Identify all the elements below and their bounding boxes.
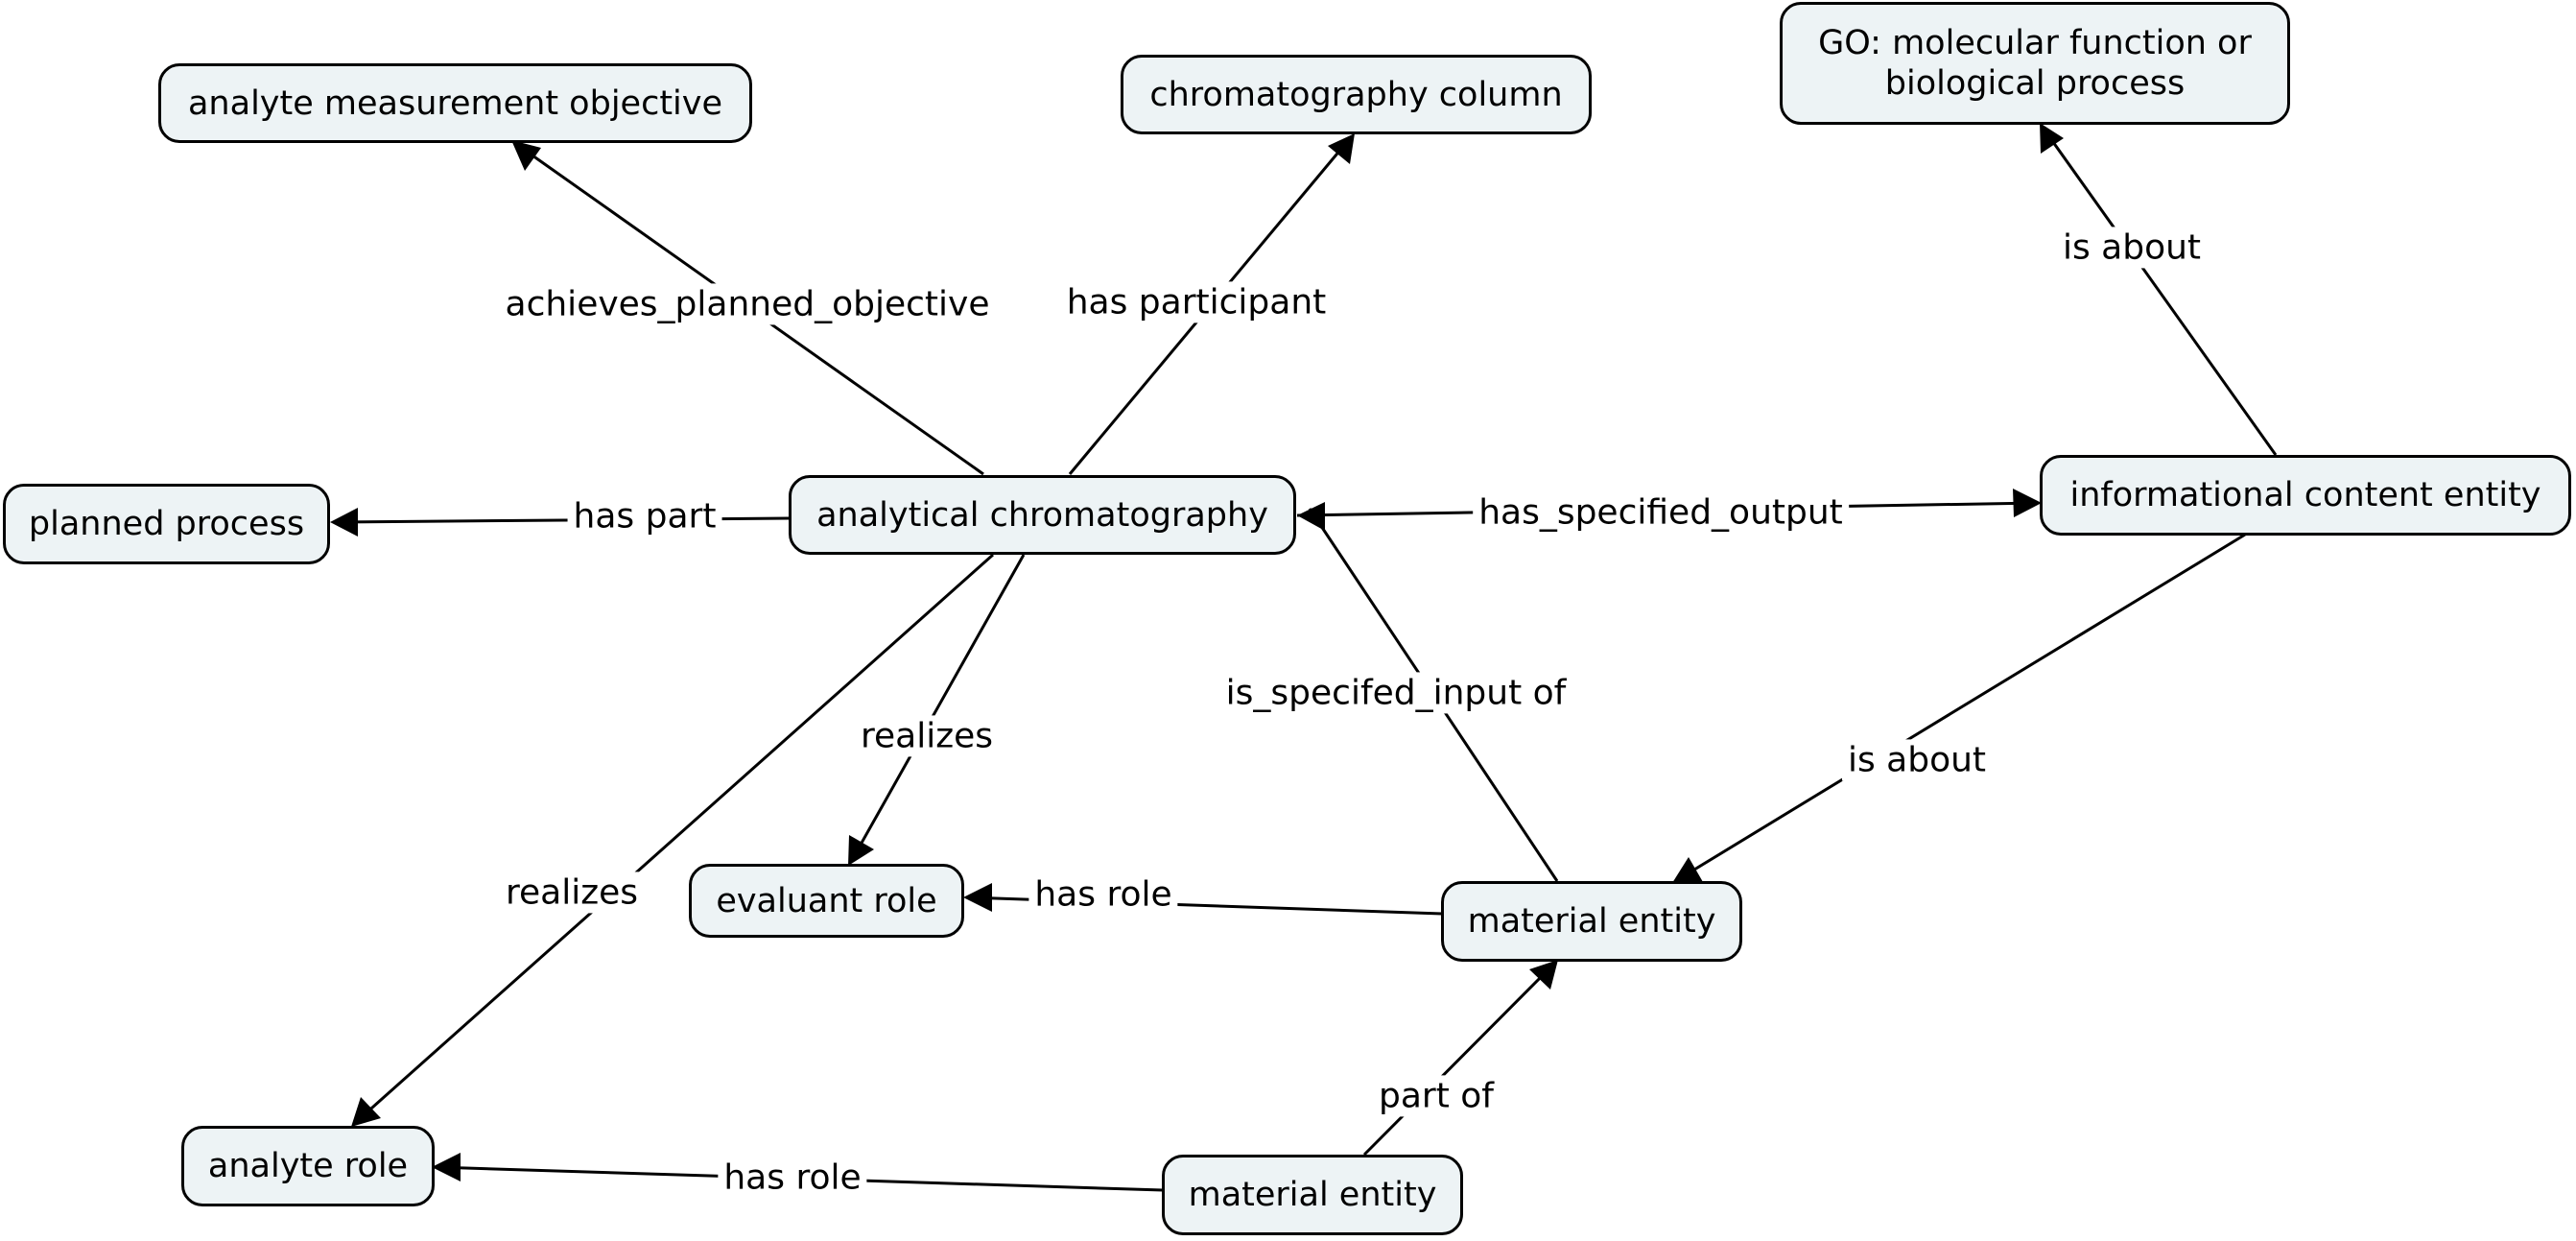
arrowhead-output (2013, 489, 2042, 517)
arrowhead-role-analyte (432, 1153, 461, 1181)
node-analytical-chromatography[interactable]: analytical chromatography (789, 475, 1296, 555)
edge-label-achieves-planned-objective: achieves_planned_objective (499, 283, 996, 325)
arrowhead-analyte (351, 1097, 381, 1127)
node-analyte-measurement-objective[interactable]: analyte measurement objective (158, 63, 752, 143)
edge-label-is-about-go: is about (2056, 227, 2208, 269)
node-material-entity-2[interactable]: material entity (1162, 1155, 1463, 1235)
node-evaluant-role[interactable]: evaluant role (689, 864, 964, 938)
edge-label-realizes-evaluant: realizes (854, 715, 1000, 757)
node-material-entity-1[interactable]: material entity (1441, 881, 1742, 962)
node-planned-process[interactable]: planned process (3, 484, 330, 564)
node-analyte-role[interactable]: analyte role (181, 1126, 435, 1206)
node-informational-content-entity[interactable]: informational content entity (2040, 455, 2571, 536)
arrowhead-objective (511, 140, 541, 171)
arrowhead-planned-process (330, 508, 358, 537)
edge-label-has-role-analyte: has role (718, 1157, 867, 1199)
arrowhead-material (1672, 857, 1703, 883)
arrowhead-go (2040, 123, 2064, 154)
arrowhead-part-of (1529, 960, 1558, 990)
node-go-process[interactable]: GO: molecular function or biological pro… (1780, 2, 2290, 125)
arrowhead-input (1297, 502, 1325, 531)
edge-is-about-go (2042, 128, 2278, 456)
edge-label-is-specified-input-of: is_specifed_input of (1219, 672, 1572, 714)
edge-realizes-evaluant (850, 554, 1026, 861)
edge-label-realizes-analyte: realizes (499, 871, 645, 914)
arrowhead-column (1328, 133, 1355, 164)
edge-label-has-part: has part (567, 495, 722, 537)
arrowhead-evaluant (848, 835, 874, 866)
edge-label-part-of: part of (1373, 1075, 1500, 1117)
edge-label-has-role-evaluant: has role (1028, 873, 1178, 916)
edge-label-is-about-material: is about (1841, 739, 1993, 781)
edge-is-about-material (1676, 533, 2246, 882)
arrowhead-role-evaluant (963, 883, 992, 912)
edge-label-has-specified-output: has_specified_output (1473, 491, 1849, 534)
edge-realizes-analyte (354, 553, 994, 1125)
node-chromatography-column[interactable]: chromatography column (1121, 55, 1592, 134)
edge-label-has-participant: has participant (1060, 281, 1333, 323)
edge-part-of (1362, 961, 1557, 1157)
